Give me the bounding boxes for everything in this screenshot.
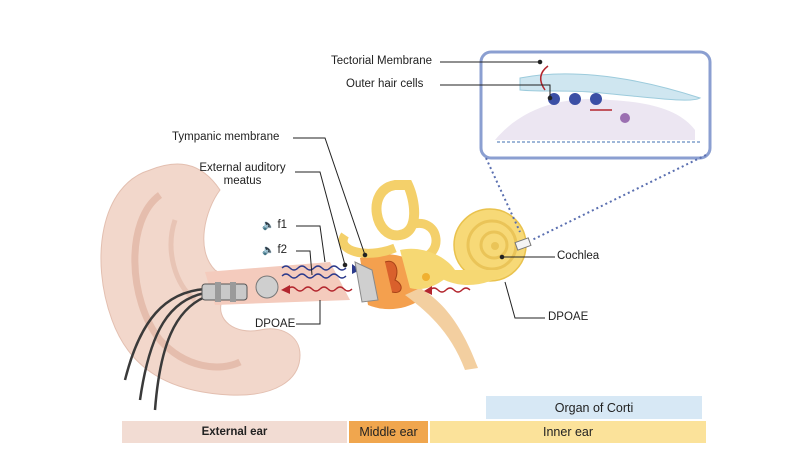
- inner-ear: [338, 180, 532, 295]
- probe-cable: [123, 287, 206, 411]
- leader-lines: [293, 59, 555, 325]
- inset-connectors: [485, 154, 707, 241]
- label-dpoae-right: DPOAE: [548, 311, 589, 323]
- band-inner-ear: Inner ear: [430, 421, 706, 443]
- label-external-auditory-meatus-line1: External auditory: [199, 162, 286, 174]
- band-middle-ear: Middle ear: [349, 421, 428, 443]
- band-external-ear: External ear: [122, 421, 347, 443]
- label-external-auditory-meatus: External auditory meatus: [191, 162, 294, 188]
- auricle: [100, 163, 350, 396]
- label-f1-text: f1: [277, 219, 288, 231]
- probe: [201, 275, 279, 302]
- label-f1: 🔈f1: [262, 219, 287, 232]
- label-dpoae-left: DPOAE: [255, 318, 296, 330]
- label-external-auditory-meatus-line2: meatus: [223, 175, 262, 187]
- label-tympanic-membrane: Tympanic membrane: [172, 131, 280, 143]
- speaker-icon: 🔈: [262, 220, 275, 231]
- label-cochlea: Cochlea: [557, 250, 600, 262]
- speaker-icon: 🔈: [262, 245, 275, 256]
- label-tectorial-membrane: Tectorial Membrane: [331, 55, 432, 67]
- canal-waves: [281, 264, 360, 294]
- band-organ-of-corti: Organ of Corti: [486, 396, 702, 419]
- label-outer-hair-cells: Outer hair cells: [346, 78, 424, 90]
- organ-of-corti-inset: [479, 50, 712, 160]
- label-f2: 🔈f2: [262, 244, 287, 257]
- label-f2-text: f2: [277, 244, 288, 256]
